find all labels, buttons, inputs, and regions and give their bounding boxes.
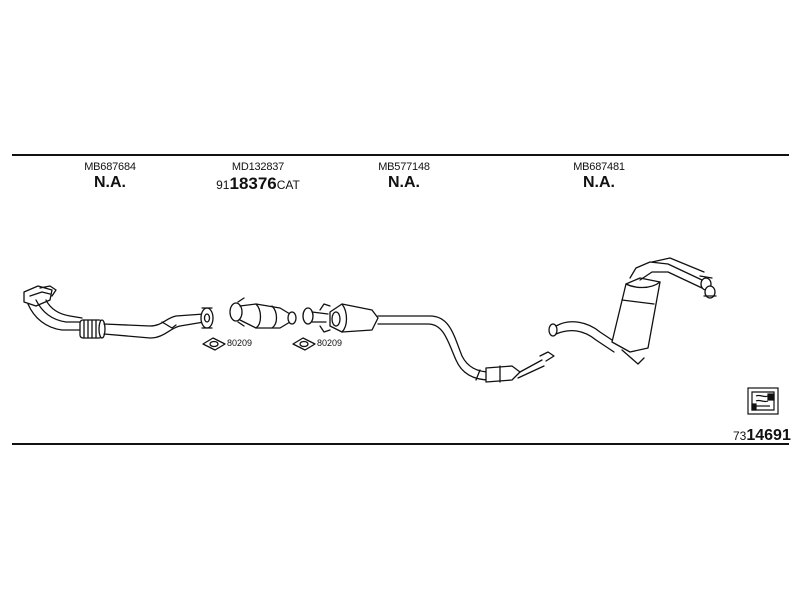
top-rule xyxy=(12,154,789,156)
gasket-2 xyxy=(292,337,316,351)
diagram-code-number: 14691 xyxy=(746,427,791,444)
part-label-center-pipe: MB577148 N.A. xyxy=(344,161,464,192)
front-pipe xyxy=(23,285,214,339)
manual-book-icon xyxy=(747,387,779,415)
center-pipe xyxy=(302,303,555,383)
part-number: MD132837 xyxy=(231,161,285,173)
catalog-suffix: CAT xyxy=(276,178,300,192)
gasket-code-2: 80209 xyxy=(317,338,343,348)
bottom-rule xyxy=(12,443,789,445)
part-label-front-pipe: MB687684 N.A. xyxy=(50,161,170,192)
part-number: MB687481 xyxy=(573,161,625,173)
catalog-number: 9118376CAT xyxy=(198,174,318,194)
part-label-rear-muffler: MB687481 N.A. xyxy=(539,161,659,192)
part-number: MB577148 xyxy=(378,161,430,173)
part-status: N.A. xyxy=(94,174,126,191)
gasket-1 xyxy=(202,337,226,351)
catalog-prefix: 91 xyxy=(216,178,230,192)
diagram-code-prefix: 73 xyxy=(733,429,747,443)
part-label-catalytic-converter: MD132837 9118376CAT xyxy=(198,161,318,194)
catalytic-converter xyxy=(229,297,297,329)
rear-muffler xyxy=(548,257,717,365)
part-number: MB687684 xyxy=(84,161,136,173)
part-status: N.A. xyxy=(583,174,615,191)
part-status: N.A. xyxy=(388,174,420,191)
catalog-main: 18376 xyxy=(229,174,277,193)
diagram-code: 7314691 xyxy=(733,427,791,445)
gasket-code-1: 80209 xyxy=(227,338,253,348)
